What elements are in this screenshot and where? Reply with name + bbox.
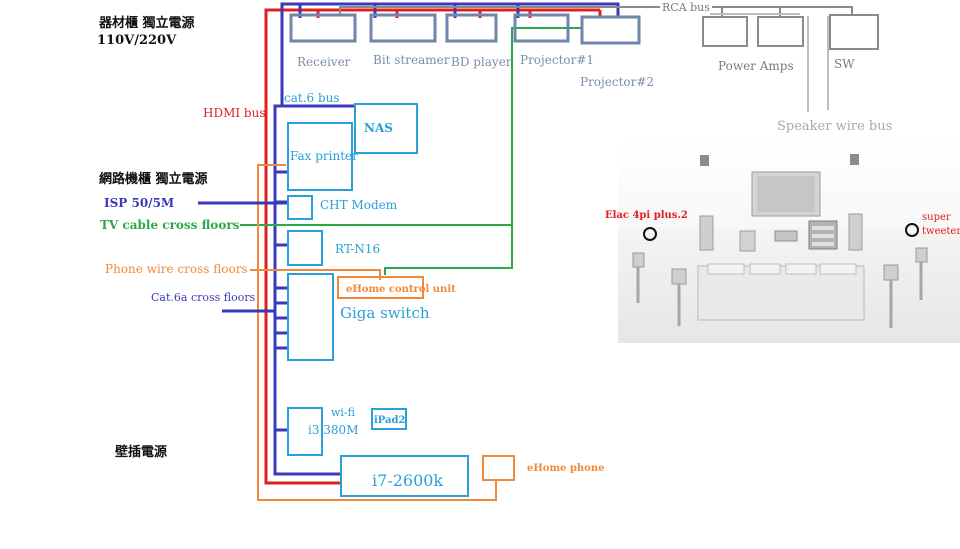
ipad2-label: iPad2	[374, 415, 406, 426]
ehome-phone-box	[482, 455, 515, 481]
wifi-label-1: wi-fi	[331, 406, 356, 419]
ehome-control-label: eHome control unit	[346, 284, 456, 295]
ipad2-box	[371, 408, 407, 430]
projector2-label: Projector#2	[580, 75, 654, 89]
giga-switch-label: Giga switch	[340, 304, 430, 322]
bit-streamer-box	[369, 13, 437, 43]
speaker-wire-bus-label: Speaker wire bus	[777, 119, 892, 134]
rt-n16-box	[287, 230, 323, 266]
nas-label: NAS	[364, 121, 393, 135]
projector1-label: Projector#1	[520, 53, 594, 67]
projector2-box	[580, 15, 641, 45]
home-theater-room-render	[618, 138, 960, 343]
sw-box	[829, 14, 879, 50]
sw-label: SW	[834, 57, 855, 71]
bd-player-label: BD player	[451, 55, 512, 69]
wifi-box	[287, 407, 323, 456]
wifi-label-2: i3 380M	[308, 423, 358, 437]
nas-box	[354, 103, 418, 154]
phone-wire-label: Phone wire cross floors	[105, 262, 248, 276]
fax-printer-label: Fax printer	[290, 149, 358, 163]
cat6-bus-wire	[273, 2, 620, 476]
elac-marker	[643, 227, 657, 241]
cat6a-label: Cat.6a cross floors	[151, 291, 256, 304]
cht-modem-label: CHT Modem	[320, 198, 398, 212]
super-tweeter-label-2: tweeter	[922, 226, 960, 237]
equipment-power-label-1: 器材櫃 獨立電源	[98, 15, 195, 31]
tv-cable-label: TV cable cross floors	[100, 218, 240, 232]
network-power-label: 網路機櫃 獨立電源	[99, 171, 208, 187]
giga-switch-box	[287, 273, 334, 361]
cat6-bus-label: cat.6 bus	[284, 91, 340, 105]
tweeter-marker	[905, 223, 919, 237]
i7-label: i7-2600k	[372, 471, 443, 490]
ehome-phone-label: eHome phone	[527, 463, 604, 474]
projector1-box	[513, 13, 570, 43]
super-tweeter-label-1: super	[922, 212, 951, 223]
hdmi-bus-wire	[264, 8, 602, 485]
hdmi-bus-label: HDMI bus	[203, 106, 266, 120]
elac-label: Elac 4pi plus.2	[605, 210, 688, 221]
tv-cable-wire	[240, 27, 582, 275]
bit-streamer-label: Bit streamer	[373, 53, 450, 67]
equipment-power-label-2: 110V/220V	[97, 33, 177, 48]
receiver-label: Receiver	[297, 55, 351, 69]
power-amps-label: Power Amps	[718, 59, 794, 73]
rt-n16-label: RT-N16	[335, 242, 380, 256]
cht-modem-box	[287, 195, 313, 220]
power-amps-box	[702, 16, 804, 47]
speaker-wire-bus	[710, 13, 829, 112]
wall-power-label: 壁插電源	[115, 444, 167, 460]
i7-box	[340, 455, 469, 497]
receiver-box	[289, 13, 357, 43]
rca-bus-label: RCA bus	[662, 1, 710, 14]
fax-printer-box	[287, 122, 353, 191]
bd-player-box	[445, 13, 498, 43]
ehome-control-box	[337, 276, 424, 299]
isp-label: ISP 50/5M	[104, 196, 174, 210]
